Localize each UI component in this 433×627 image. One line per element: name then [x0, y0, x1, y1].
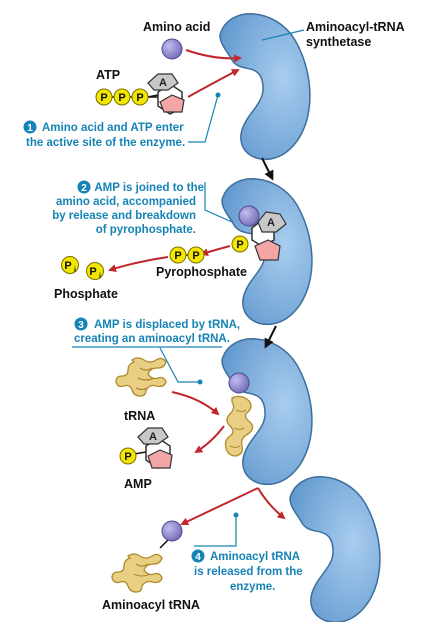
- step-4-line2: is released from the: [194, 566, 303, 578]
- phosphate-label: Phosphate: [54, 287, 118, 301]
- step-3-caption: 3 AMP is displaced by tRNA, creating an …: [74, 317, 240, 345]
- step-4-caption: 4 Aminoacyl tRNA is released from the en…: [191, 549, 303, 593]
- step-2-line2: amino acid, accompanied: [56, 196, 196, 208]
- trna-label: tRNA: [124, 409, 155, 423]
- step-2-caption: 2 AMP is joined to the amino acid, accom…: [52, 180, 204, 236]
- inorganic-phosphate-symbol: P: [89, 266, 96, 278]
- enzyme-step1: [219, 13, 311, 161]
- arrow-trna-entry: [171, 391, 220, 416]
- phosphate-symbol: P: [192, 250, 199, 262]
- pyrophosphate-molecule: P P: [169, 246, 205, 264]
- phosphate-symbol: P: [236, 239, 243, 251]
- step-3-leader: [159, 347, 200, 383]
- inorganic-subscript: i: [74, 267, 76, 274]
- step-4-line1: Aminoacyl tRNA: [210, 551, 300, 563]
- step-1-caption: 1 Amino acid and ATP enter the active si…: [23, 120, 185, 149]
- phosphate-symbol: P: [124, 451, 131, 463]
- enzyme-step4: [289, 476, 381, 624]
- enzyme-label-line1: Aminoacyl-tRNA: [306, 20, 405, 34]
- amp-label: AMP: [124, 477, 152, 491]
- inorganic-phosphate-1: P i: [61, 256, 79, 274]
- step-2-line3: by release and breakdown: [52, 210, 196, 222]
- enzyme-label-leader: [261, 29, 305, 41]
- inorganic-phosphate-2: P i: [86, 262, 104, 280]
- progress-arrow-2: [264, 325, 277, 349]
- arrow-pyrophosphate-release: [200, 245, 231, 257]
- arrow-atp-entry: [187, 69, 240, 98]
- step-4-number: 4: [195, 552, 201, 563]
- step-2-number: 2: [81, 183, 87, 194]
- step-3-line2: creating an aminoacyl tRNA.: [74, 333, 230, 345]
- arrow-enzyme-release: [257, 487, 286, 520]
- phosphate-symbol: P: [118, 92, 125, 104]
- adenine-symbol: A: [149, 431, 157, 443]
- aminoacyl-amp-complex: P A: [231, 205, 287, 261]
- step-3-number: 3: [78, 320, 84, 331]
- adenine-symbol: A: [159, 77, 167, 89]
- step-2-line1: AMP is joined to the: [94, 182, 204, 194]
- phosphate-symbol: P: [136, 92, 143, 104]
- amino-acid-molecule: [161, 38, 183, 60]
- step-4-line3: enzyme.: [230, 581, 275, 593]
- step-1-line1: Amino acid and ATP enter: [42, 122, 184, 134]
- inorganic-phosphate-symbol: P: [64, 260, 71, 272]
- phosphate-symbol: P: [100, 92, 107, 104]
- phosphate-symbol: P: [174, 250, 181, 262]
- enzyme-label-line2: synthetase: [306, 35, 371, 49]
- step-4-leader: [194, 515, 237, 547]
- step-1-number: 1: [27, 123, 33, 134]
- progress-arrow-1: [261, 157, 274, 181]
- arrow-amp-release: [194, 425, 225, 454]
- aminoacyl-trna-molecule: [111, 520, 183, 593]
- arrow-pyrophosphate-breakdown: [108, 256, 169, 272]
- arrow-amino-acid-entry: [185, 49, 242, 63]
- trna-molecule: [115, 357, 167, 397]
- atp-molecule: P P P A: [95, 73, 185, 115]
- aminoacyl-trna-label: Aminoacyl tRNA: [102, 598, 200, 612]
- step-1-line2: the active site of the enzyme.: [26, 137, 185, 149]
- aminoacyl-trna-bound: [224, 372, 254, 457]
- inorganic-subscript: i: [99, 273, 101, 280]
- atp-label: ATP: [96, 68, 120, 82]
- pyrophosphate-label: Pyrophosphate: [156, 265, 247, 279]
- amino-acid-label: Amino acid: [143, 20, 210, 34]
- arrow-aminoacyl-trna-release: [180, 487, 259, 526]
- step-2-line4: of pyrophosphate.: [96, 224, 196, 236]
- step-3-line1: AMP is displaced by tRNA,: [94, 319, 240, 331]
- adenine-symbol: A: [267, 217, 275, 229]
- amp-molecule: P A: [119, 427, 173, 469]
- step-1-leader: [188, 94, 219, 143]
- step-2-leader: [204, 182, 233, 223]
